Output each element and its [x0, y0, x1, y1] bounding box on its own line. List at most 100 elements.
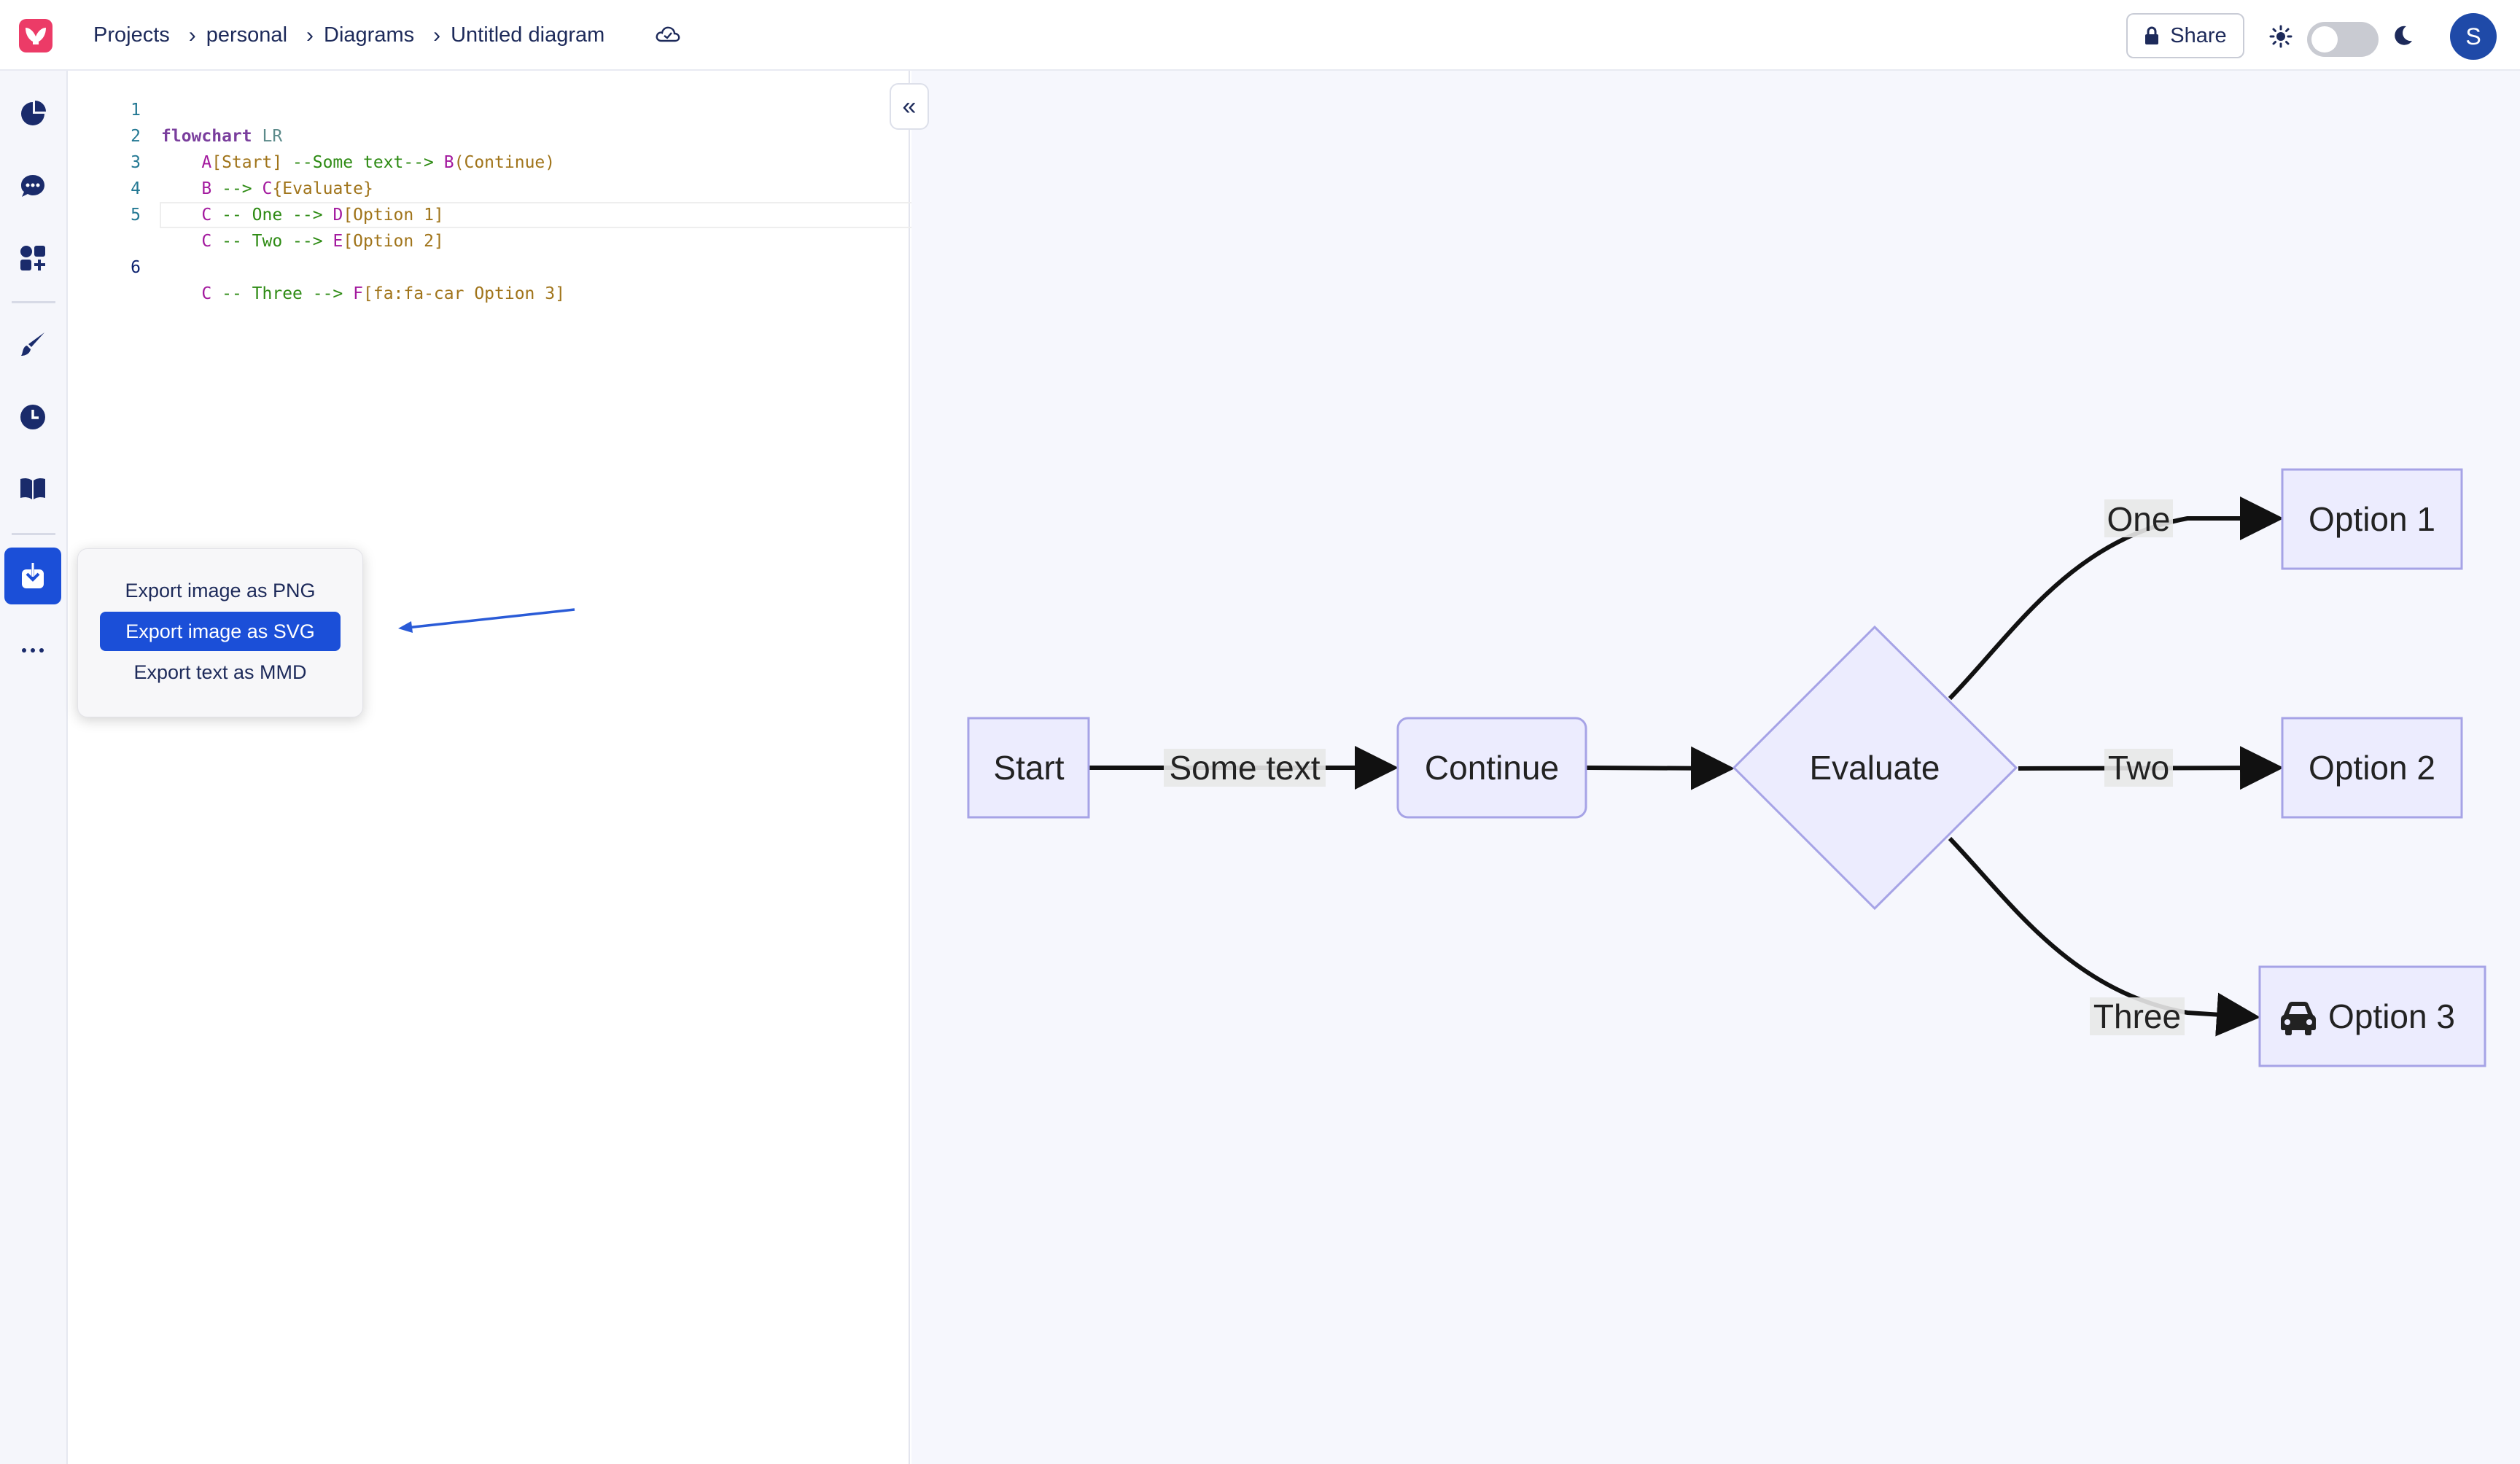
code-token: C	[201, 284, 212, 303]
code-line[interactable]: 1 flowchart LR	[68, 71, 906, 146]
code-token: C	[201, 232, 212, 251]
node-label-evaluate: Evaluate	[1809, 749, 1940, 787]
edge-label-two: Two	[2108, 749, 2169, 787]
code-token: B	[201, 179, 212, 198]
node-option1	[2281, 468, 2463, 570]
edge-label-bg-some-text	[1164, 749, 1326, 787]
code-token: [Start]	[211, 153, 283, 172]
cloud-saved-icon	[656, 26, 680, 42]
chevron-right-icon: ›	[306, 23, 314, 47]
toggle-knob	[2311, 26, 2338, 52]
double-chevron-left-icon: «	[902, 93, 917, 120]
collapse-editor-button[interactable]: «	[890, 83, 929, 130]
code-line[interactable]: 4 C -- One --> D[Option 1]	[68, 149, 906, 225]
sidebar-divider	[12, 301, 55, 303]
code-token: (Continue)	[454, 153, 556, 172]
code-token: D	[332, 206, 343, 225]
code-token: -- Three -->	[222, 284, 343, 303]
export-menu: Export image as PNG Export image as SVG …	[77, 548, 363, 717]
more-icon[interactable]	[15, 632, 51, 669]
breadcrumb: Projects › personal › Diagrams › Untitle…	[93, 0, 623, 71]
brush-icon[interactable]	[15, 326, 51, 362]
code-token: {Evaluate}	[272, 179, 373, 198]
node-continue	[1396, 717, 1587, 819]
line-number: 3	[131, 153, 141, 172]
sidebar-divider	[12, 533, 55, 535]
moon-icon	[2395, 26, 2412, 45]
code-line[interactable]: 3 B --> C{Evaluate}	[68, 123, 906, 198]
code-token: -->	[222, 179, 252, 198]
edge-label-bg-three	[2090, 997, 2185, 1035]
flowchart-labels: Start Continue Evaluate Option 1 Option …	[993, 500, 2455, 1035]
breadcrumb-diagrams[interactable]: Diagrams	[324, 23, 415, 47]
code-token: flowchart	[161, 127, 252, 146]
code-token: [Option 1]	[343, 206, 444, 225]
edge-label-one: One	[2107, 500, 2171, 538]
breadcrumb-personal[interactable]: personal	[206, 23, 288, 47]
export-png-item[interactable]: Export image as PNG	[125, 579, 316, 601]
code-token: C	[201, 206, 212, 225]
edge-label-bg-one	[2104, 499, 2173, 537]
line-number: 6	[131, 258, 141, 277]
sidebar	[0, 71, 68, 1464]
code-token: [fa:fa-car Option 3]	[363, 284, 565, 303]
node-label-start: Start	[993, 749, 1064, 787]
line-number: 5	[131, 206, 141, 225]
node-evaluate	[1732, 625, 2018, 911]
code-token: --Some text-->	[292, 153, 434, 172]
share-button[interactable]: Share	[2126, 13, 2244, 58]
export-mmd-item[interactable]: Export text as MMD	[133, 661, 307, 683]
code-token: E	[332, 232, 343, 251]
diagram-preview[interactable]: Start Continue Evaluate Option 1 Option …	[890, 71, 2520, 1464]
code-token: F	[353, 284, 363, 303]
chevron-right-icon: ›	[188, 23, 196, 47]
code-token: -- One -->	[222, 206, 323, 225]
theme-toggle[interactable]	[2307, 22, 2379, 57]
diagram-icon[interactable]	[15, 96, 51, 132]
code-token: A	[201, 153, 212, 172]
code-line[interactable]: 5 C -- Two --> E[Option 2]	[68, 176, 906, 251]
edge-label-backgrounds	[1164, 499, 2185, 1035]
line-number: 1	[131, 101, 141, 120]
edge-label-bg-two	[2104, 749, 2173, 787]
code-token: B	[443, 153, 454, 172]
code-token: [Option 2]	[343, 232, 444, 251]
node-option2	[2281, 717, 2463, 819]
top-bar: Projects › personal › Diagrams › Untitle…	[0, 0, 2520, 71]
line-number: 2	[131, 127, 141, 146]
car-icon	[2281, 1002, 2316, 1035]
lock-icon	[2145, 26, 2159, 44]
history-icon[interactable]	[15, 399, 51, 435]
plugins-icon[interactable]	[15, 240, 51, 276]
code-editor[interactable]: 1 flowchart LR 2 A[Start] --Some text-->…	[68, 71, 976, 1464]
breadcrumb-projects[interactable]: Projects	[93, 23, 170, 47]
export-icon[interactable]	[4, 548, 61, 604]
code-line[interactable]: 2 A[Start] --Some text--> B(Continue)	[68, 97, 906, 172]
sun-icon	[2269, 25, 2292, 48]
export-svg-item[interactable]: Export image as SVG	[100, 612, 341, 651]
chat-icon[interactable]	[15, 168, 51, 205]
edge-evaluate-option3	[1948, 836, 2260, 1037]
mermaid-logo-icon[interactable]	[19, 19, 52, 52]
code-token: C	[262, 179, 273, 198]
breadcrumb-diagram-title[interactable]: Untitled diagram	[451, 23, 605, 47]
annotation-arrow-icon	[398, 608, 575, 633]
node-label-option1: Option 1	[2309, 500, 2435, 538]
line-number: 4	[131, 179, 141, 198]
node-label-continue: Continue	[1425, 749, 1559, 787]
edge-label-some-text: Some text	[1169, 749, 1320, 787]
chevron-right-icon: ›	[433, 23, 441, 47]
docs-icon[interactable]	[15, 470, 51, 507]
code-line-current[interactable]: 6 C -- Three --> F[fa:fa-car Option 3]	[68, 202, 976, 303]
edge-label-three: Three	[2093, 997, 2181, 1035]
node-start	[967, 717, 1090, 819]
node-label-option3: Option 3	[2328, 997, 2455, 1035]
avatar[interactable]: S	[2450, 13, 2497, 60]
node-label-option2: Option 2	[2309, 749, 2435, 787]
current-line-highlight	[160, 202, 976, 228]
code-token: LR	[262, 127, 283, 146]
code-token: -- Two -->	[222, 232, 323, 251]
flowchart-canvas: Start Continue Evaluate Option 1 Option …	[967, 468, 2486, 1067]
share-label: Share	[2170, 23, 2227, 47]
edge-evaluate-option1	[1948, 497, 2284, 701]
